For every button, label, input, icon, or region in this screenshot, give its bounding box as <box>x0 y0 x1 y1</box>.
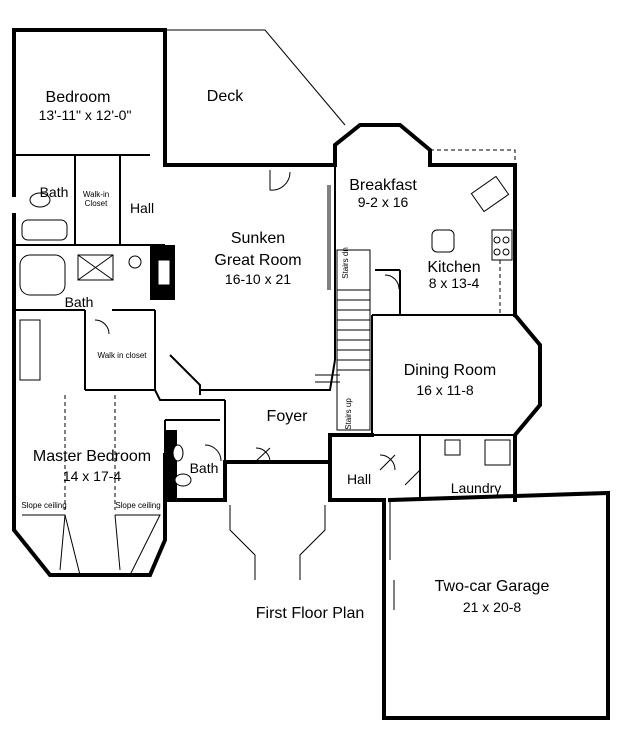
slope-ceiling-left-label: Slope ceiling <box>21 501 66 510</box>
kitchen-counters <box>327 149 516 316</box>
room-labels: Bedroom 13'-11" x 12'-0" Deck Breakfast … <box>21 88 549 622</box>
bath-wall-block <box>165 430 177 500</box>
laundry-label: Laundry <box>451 480 502 496</box>
hall-upper-label: Hall <box>130 200 154 216</box>
stairs-up-label: Stairs up <box>344 398 353 430</box>
stairs <box>315 249 371 431</box>
hall-lower-label: Hall <box>347 471 371 487</box>
great-room-name-1: Sunken <box>231 230 285 247</box>
breakfast-size: 9-2 x 16 <box>358 194 409 210</box>
kitchen-size: 8 x 13-4 <box>429 275 480 291</box>
plan-title: First Floor Plan <box>256 605 364 622</box>
ceiling-lines <box>22 395 326 580</box>
fixtures <box>19 175 513 487</box>
great-room-name-2: Great Room <box>214 252 301 269</box>
dining-name: Dining Room <box>404 362 496 379</box>
walkin-closet-label-2: Closet <box>85 199 108 208</box>
slope-ceiling-right-label: Slope ceiling <box>115 501 160 510</box>
stairs-down-label: Stairs dn <box>341 247 350 279</box>
kitchen-name: Kitchen <box>427 259 480 276</box>
breakfast-name: Breakfast <box>349 177 417 194</box>
bedroom-size: 13'-11" x 12'-0" <box>39 107 132 123</box>
bath-upper-label: Bath <box>40 184 69 200</box>
garage-name: Two-car Garage <box>435 578 550 595</box>
garage-size: 21 x 20-8 <box>463 599 522 615</box>
bedroom-name: Bedroom <box>46 89 111 106</box>
great-room-size: 16-10 x 21 <box>225 271 291 287</box>
dining-size: 16 x 11-8 <box>416 382 474 398</box>
master-bedroom-name: Master Bedroom <box>33 448 151 465</box>
fireplace <box>150 245 175 300</box>
foyer-name: Foyer <box>267 408 309 425</box>
master-bedroom-size: 14 x 17-4 <box>63 468 122 484</box>
deck-name: Deck <box>207 88 244 105</box>
bath-lower-label: Bath <box>190 460 219 476</box>
bath-middle-label: Bath <box>65 294 94 310</box>
walkin-closet-master-label: Walk in closet <box>97 351 147 360</box>
exterior-walls <box>12 28 610 720</box>
walkin-closet-label-1: Walk-in <box>83 190 109 199</box>
doors <box>94 170 421 610</box>
